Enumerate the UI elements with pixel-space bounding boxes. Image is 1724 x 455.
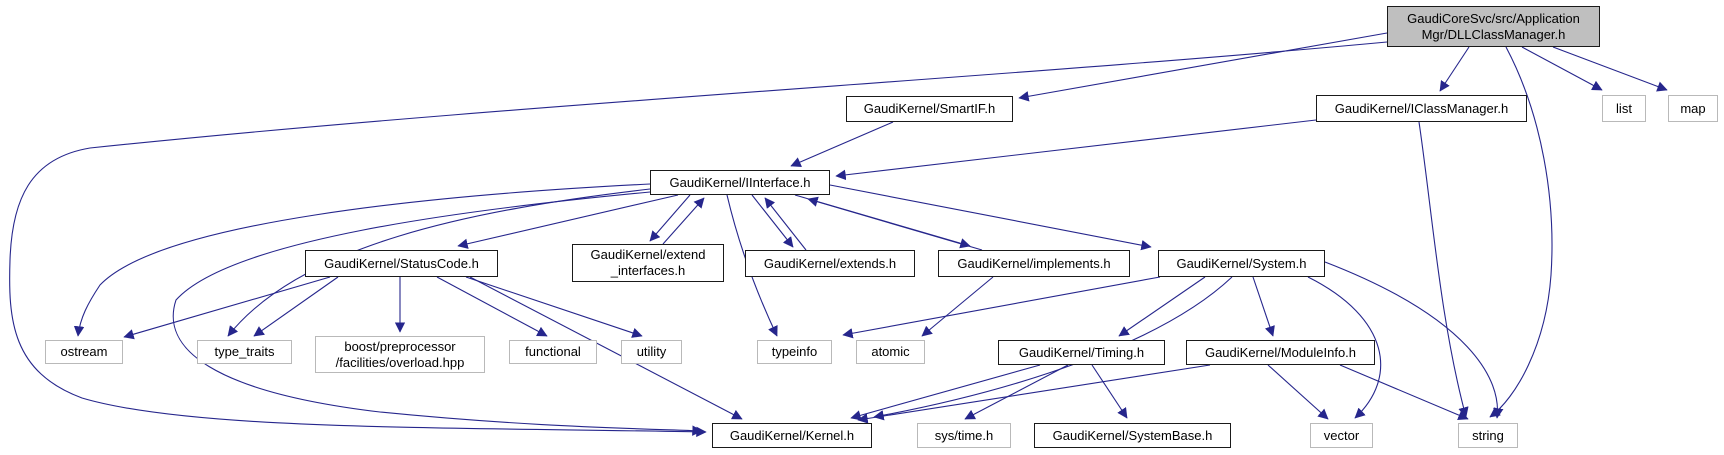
edge-implements-iinterface	[807, 196, 983, 251]
edge-statuscode-utility	[465, 276, 643, 338]
node-typeinfo: typeinfo	[757, 340, 832, 364]
node-statuscode[interactable]: GaudiKernel/StatusCode.h	[305, 250, 498, 277]
node-vector: vector	[1310, 423, 1373, 448]
node-dllclassmanager: GaudiCoreSvc/src/Application Mgr/DLLClas…	[1387, 6, 1600, 47]
edge-timing-systime	[964, 364, 1069, 420]
edge-root-list	[1521, 46, 1603, 91]
edge-iclassmanager-string	[1418, 121, 1469, 418]
edge-iinterface-system	[829, 184, 1152, 251]
node-implements[interactable]: GaudiKernel/implements.h	[938, 250, 1130, 277]
edge-iinterface-extend_interfaces	[649, 194, 691, 242]
edge-iinterface-statuscode	[457, 194, 679, 249]
node-system[interactable]: GaudiKernel/System.h	[1158, 250, 1325, 277]
node-extend-interfaces[interactable]: GaudiKernel/extend _interfaces.h	[572, 244, 724, 282]
edge-moduleinfo-string	[1339, 364, 1469, 421]
edge-iinterface-ostream	[73, 183, 651, 337]
edge-statuscode-functional	[436, 276, 548, 337]
edge-system-moduleinfo	[1252, 276, 1275, 337]
node-timing[interactable]: GaudiKernel/Timing.h	[998, 340, 1165, 365]
edge-extend_interfaces-iinterface	[662, 197, 705, 245]
edge-implements-atomic	[921, 276, 994, 337]
edge-root-string	[1489, 46, 1553, 418]
edge-iclassmanager-iinterface	[835, 119, 1317, 181]
node-sys-time: sys/time.h	[917, 423, 1011, 448]
edge-smartif-iinterface	[790, 121, 894, 167]
edge-statuscode-kernel	[469, 276, 743, 420]
node-smartif[interactable]: GaudiKernel/SmartIF.h	[846, 96, 1013, 122]
edge-system-timing	[1118, 276, 1206, 337]
node-map: map	[1668, 95, 1718, 122]
node-type-traits: type_traits	[197, 340, 292, 364]
node-ostream: ostream	[45, 340, 123, 364]
edge-root-iclassmanager	[1439, 46, 1470, 92]
node-list: list	[1602, 95, 1646, 122]
node-moduleinfo[interactable]: GaudiKernel/ModuleInfo.h	[1186, 340, 1375, 365]
node-string: string	[1458, 423, 1518, 448]
edge-statuscode-ostream	[123, 276, 331, 340]
edge-moduleinfo-vector	[1267, 364, 1329, 420]
edge-statuscode-type_traits	[253, 276, 339, 337]
edge-root-kernel	[9, 41, 1388, 438]
edge-timing-systembase	[1091, 364, 1128, 419]
edge-root-smartif	[1018, 32, 1388, 102]
node-iinterface[interactable]: GaudiKernel/IInterface.h	[650, 170, 830, 195]
node-atomic: atomic	[856, 340, 925, 364]
edge-moduleinfo-kernel	[857, 364, 1211, 424]
edge-system-vector	[1307, 276, 1382, 419]
edge-iinterface-kernel	[172, 191, 703, 436]
edge-timing-kernel	[850, 364, 1041, 421]
edge-extends-iinterface	[764, 197, 807, 251]
edge-system-typeinfo	[842, 276, 1161, 339]
edge-iinterface-type_traits	[227, 188, 651, 337]
edge-root-map	[1552, 46, 1668, 92]
edge-system-string	[1324, 261, 1504, 419]
node-systembase[interactable]: GaudiKernel/SystemBase.h	[1034, 423, 1231, 448]
node-utility: utility	[621, 340, 682, 364]
node-functional: functional	[509, 340, 597, 364]
edge-iinterface-extends	[751, 194, 794, 248]
node-kernel[interactable]: GaudiKernel/Kernel.h	[712, 423, 872, 448]
node-boost-overload: boost/preprocessor /facilities/overload.…	[315, 336, 485, 373]
node-extends[interactable]: GaudiKernel/extends.h	[745, 250, 915, 277]
node-iclassmanager[interactable]: GaudiKernel/IClassManager.h	[1316, 95, 1527, 122]
